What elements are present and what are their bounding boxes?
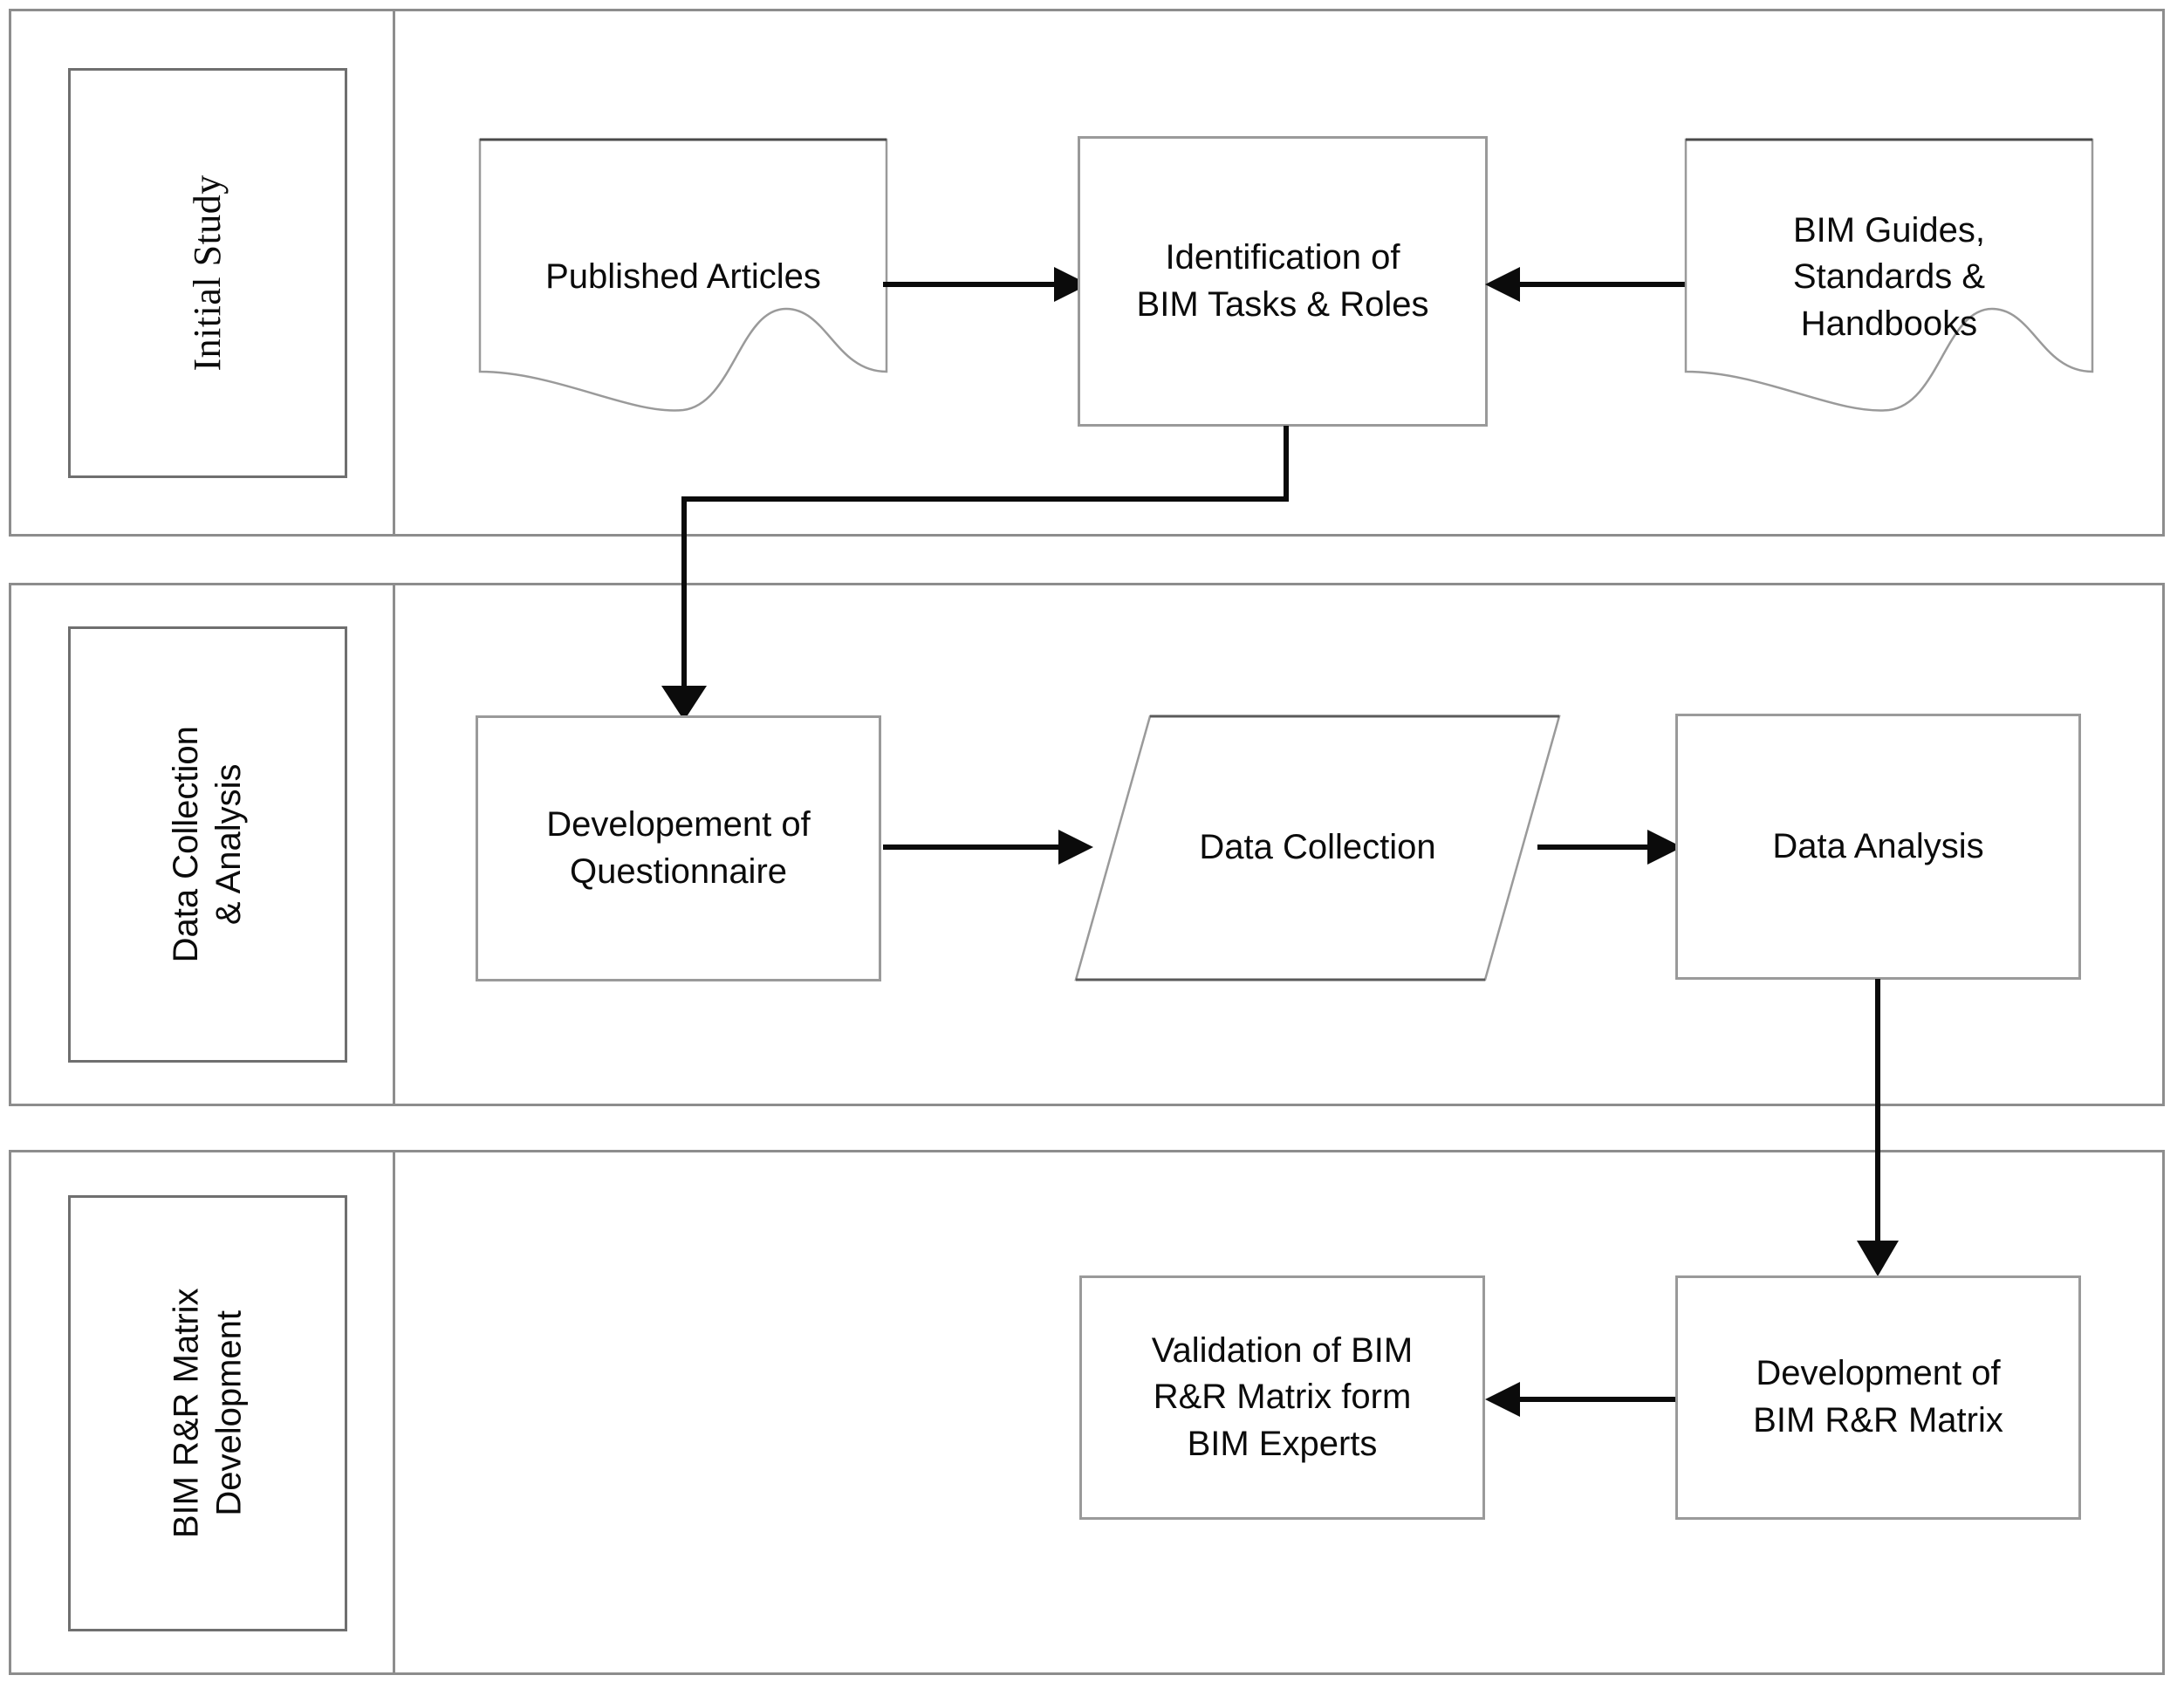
node-label-data-analysis: Data Analysis — [1772, 826, 1984, 865]
document-shape-icon — [478, 138, 888, 412]
node-label-matrix-development: Development of BIM R&R Matrix — [1753, 1354, 2003, 1439]
swimlane-divider-data-collection-analysis — [393, 583, 395, 1106]
swimlane-header-initial-study: Initial Study — [68, 68, 347, 478]
node-identification-of-bim-tasks-roles[interactable]: Identification of BIM Tasks & Roles — [1078, 136, 1488, 427]
connector-bim-guides-to-identification — [1485, 267, 1693, 302]
connector-data-collection-to-data-analysis — [1537, 830, 1682, 865]
connector-data-analysis-to-matrix-development — [1857, 979, 1899, 1276]
swimlane-header-data-collection-analysis: Data Collection & Analysis — [68, 626, 347, 1063]
swimlane-label-data-collection-analysis: Data Collection & Analysis — [167, 726, 248, 963]
node-data-analysis[interactable]: Data Analysis — [1675, 714, 2081, 980]
node-developement-of-questionnaire[interactable]: Developement of Questionnaire — [476, 715, 881, 981]
node-label-identification: Identification of BIM Tasks & Roles — [1136, 237, 1429, 324]
swimlane-label-initial-study: Initial Study — [186, 174, 229, 372]
swimlane-label-bim-rr-matrix-development: BIM R&R Matrix Development — [167, 1288, 248, 1539]
connector-questionnaire-to-data-collection — [883, 830, 1093, 865]
parallelogram-shape-icon — [1074, 715, 1561, 981]
node-label-validation: Validation of BIM R&R Matrix form BIM Ex… — [1151, 1330, 1414, 1463]
connector-matrix-development-to-validation — [1485, 1382, 1693, 1417]
node-development-of-bim-rr-matrix[interactable]: Development of BIM R&R Matrix — [1675, 1275, 2081, 1520]
connector-published-articles-to-identification — [883, 267, 1089, 302]
node-bim-guides-standards-handbooks[interactable]: BIM Guides, Standards & Handbooks — [1684, 138, 2094, 417]
swimlane-divider-bim-rr-matrix-development — [393, 1150, 395, 1675]
node-published-articles[interactable]: Published Articles — [478, 138, 888, 417]
node-label-questionnaire: Developement of Questionnaire — [546, 804, 811, 891]
swimlane-header-bim-rr-matrix-development: BIM R&R Matrix Development — [68, 1195, 347, 1631]
node-validation-of-bim-rr-matrix[interactable]: Validation of BIM R&R Matrix form BIM Ex… — [1079, 1275, 1485, 1520]
document-shape-icon — [1684, 138, 2094, 412]
connector-identification-to-questionnaire — [661, 426, 1289, 721]
node-data-collection[interactable]: Data Collection — [1073, 714, 1562, 982]
swimlane-divider-initial-study — [393, 9, 395, 537]
